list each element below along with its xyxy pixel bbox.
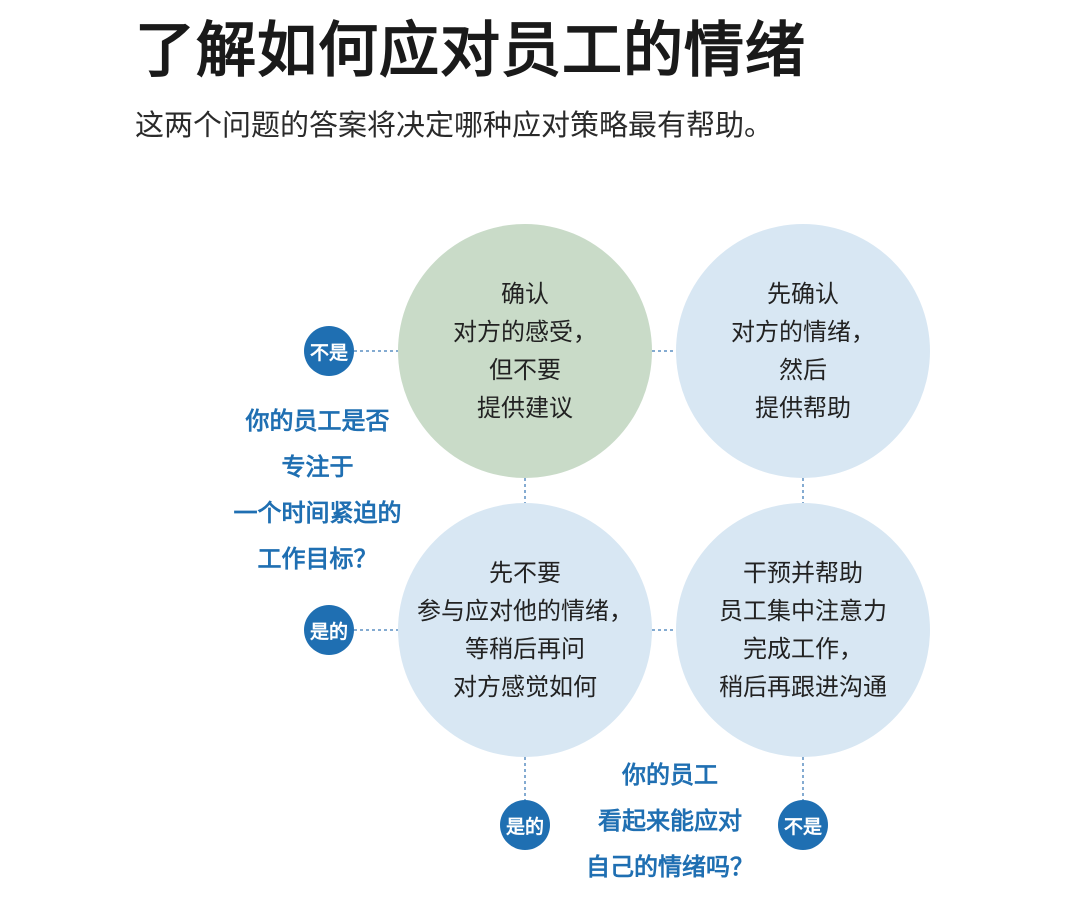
question-line: 看起来能应对 (598, 807, 742, 835)
quadrant-text-line: 先不要 (489, 559, 561, 587)
quadrant-text-line: 对方的情绪， (731, 318, 875, 346)
question-line: 一个时间紧迫的 (233, 499, 402, 527)
quadrant-bottom-right: 干预并帮助 员工集中注意力 完成工作， 稍后再跟进沟通 (676, 503, 930, 757)
question-line: 你的员工 (622, 761, 718, 789)
badge-yes-coping: 是的 (500, 800, 550, 850)
quadrant-top-right: 先确认 对方的情绪， 然后 提供帮助 (676, 224, 930, 478)
quadrant-text-line: 稍后再跟进沟通 (719, 673, 887, 701)
quadrant-text-line: 对方感觉如何 (453, 673, 597, 701)
badge-no-coping: 不是 (778, 800, 828, 850)
quadrant-text-line: 确认 (501, 280, 549, 308)
focus-question: 你的员工是否 专注于 一个时间紧迫的 工作目标？ (205, 398, 430, 582)
coping-question: 你的员工 看起来能应对 自己的情绪吗？ (570, 752, 770, 890)
quadrant-text-line: 然后 (779, 356, 827, 384)
quadrant-text-line: 等稍后再问 (465, 635, 585, 663)
quadrant-bottom-left: 先不要 参与应对他的情绪， 等稍后再问 对方感觉如何 (398, 503, 652, 757)
quadrant-text-line: 员工集中注意力 (719, 597, 887, 625)
question-line: 专注于 (281, 453, 354, 481)
question-line: 你的员工是否 (245, 407, 390, 435)
quadrant-text-line: 参与应对他的情绪， (417, 597, 633, 625)
page-subtitle: 这两个问题的答案将决定哪种应对策略最有帮助。 (135, 108, 774, 142)
quadrant-text-line: 先确认 (767, 280, 839, 308)
question-line: 自己的情绪吗？ (586, 853, 754, 881)
badge-yes-focus: 是的 (304, 605, 354, 655)
quadrant-text-line: 完成工作， (743, 635, 863, 663)
quadrant-text-line: 但不要 (489, 356, 561, 384)
quadrant-text-line: 干预并帮助 (743, 559, 863, 587)
quadrant-text-line: 对方的感受， (453, 318, 597, 346)
question-line: 工作目标？ (257, 545, 378, 573)
badge-no-focus: 不是 (304, 326, 354, 376)
quadrant-text-line: 提供帮助 (755, 394, 851, 422)
quadrant-top-left: 确认 对方的感受， 但不要 提供建议 (398, 224, 652, 478)
quadrant-text-line: 提供建议 (477, 394, 573, 422)
page-title: 了解如何应对员工的情绪 (135, 16, 806, 86)
